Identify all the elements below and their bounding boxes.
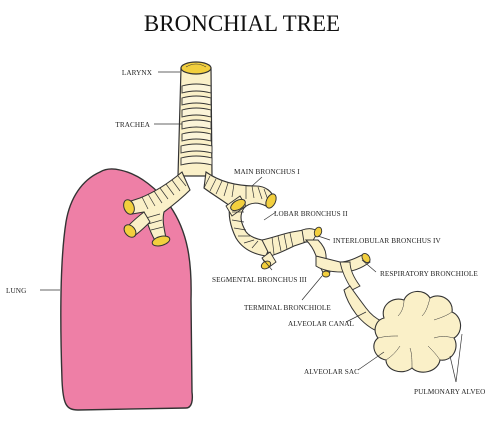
label-pulmonary-alveoli: PULMONARY ALVEOLI <box>414 388 485 396</box>
label-lung: LUNG <box>6 287 26 295</box>
label-segmental-bronchus: SEGMENTAL BRONCHUS III <box>212 276 307 284</box>
alveolar-sac <box>374 291 461 372</box>
trachea <box>178 62 212 176</box>
label-lobar-bronchus: LOBAR BRONCHUS II <box>274 210 348 218</box>
label-larynx: LARYNX <box>122 69 153 77</box>
label-alveolar-sac: ALVEOLAR SAC <box>304 368 359 376</box>
label-main-bronchus: MAIN BRONCHUS I <box>234 168 300 176</box>
bronchioles <box>306 240 384 332</box>
label-alveolar-canal: ALVEOLAR CANAL <box>288 320 354 328</box>
label-terminal-bronchiole: TERMINAL BRONCHIOLE <box>244 304 331 312</box>
diagram-title: BRONCHIAL TREE <box>144 11 340 36</box>
label-trachea: TRACHEA <box>115 121 150 129</box>
label-respiratory-bronchiole: RESPIRATORY BRONCHIOLE <box>380 270 478 278</box>
label-interlobular-bronchus: INTERLOBULAR BRONCHUS IV <box>333 237 442 245</box>
